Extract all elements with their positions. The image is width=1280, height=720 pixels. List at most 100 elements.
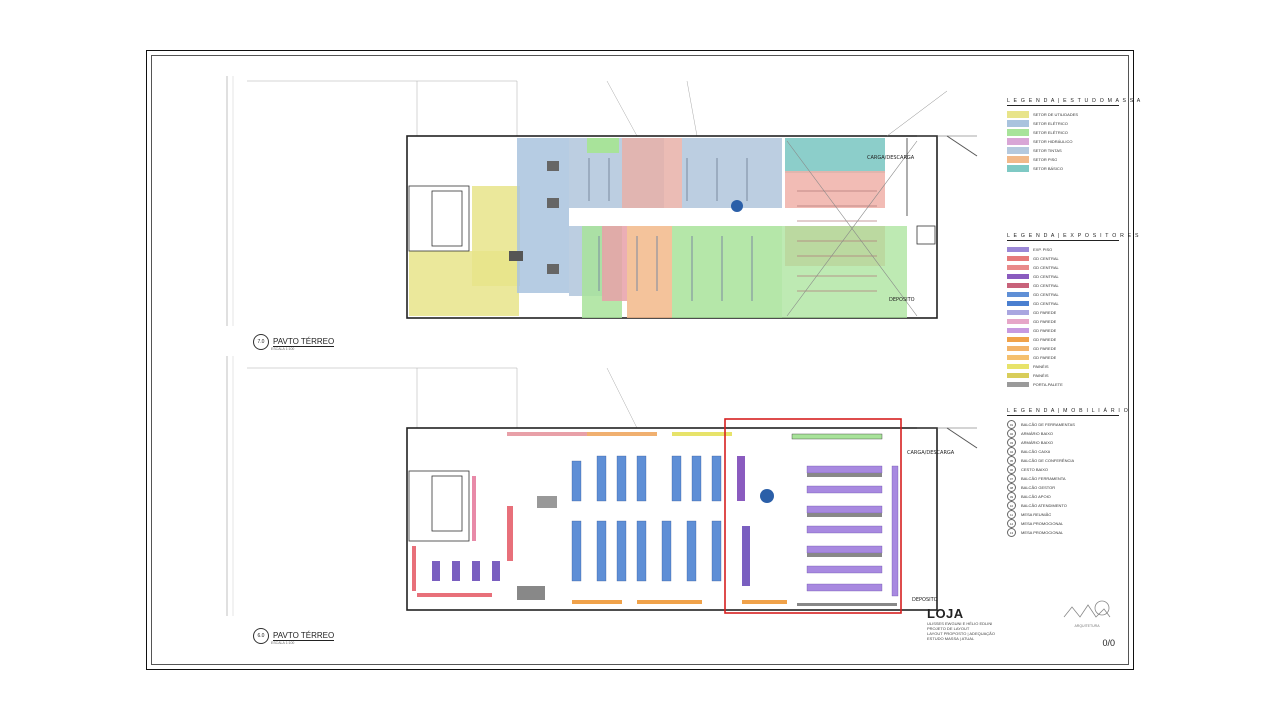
legend-swatch xyxy=(1007,274,1029,279)
legend-item: 09 BALCÃO APOIO xyxy=(1007,492,1119,501)
zone-basico xyxy=(785,138,885,173)
view-tag-upper: 7.0 PAVTO TÉRREO ESCALA 1:100 xyxy=(253,334,335,351)
legend-label: BALCÃO APOIO xyxy=(1021,494,1051,499)
view-scale: ESCALA 1:100 xyxy=(271,641,295,645)
legend-label: BALCÃO DE CONFERÊNCIA xyxy=(1021,458,1075,463)
view-name: PAVTO TÉRREO xyxy=(273,631,335,641)
legend-label: MESA PROMOCIONAL xyxy=(1021,530,1064,535)
view-name: PAVTO TÉRREO xyxy=(273,337,335,347)
legend-label: BALCÃO CAIXA xyxy=(1021,449,1051,454)
legend-item: PORTA-PALETE xyxy=(1007,380,1119,389)
legend-item: PAINÉIS xyxy=(1007,362,1119,371)
legend-label: GD PAREDE xyxy=(1033,319,1057,324)
drawing-item-2: ESTUDO MASSA | ATUAL xyxy=(927,636,975,641)
client-name: ULISSES EWGUNI E HÉLIO EDLINI xyxy=(927,621,993,626)
view-scale: ESCALA 1:100 xyxy=(271,347,295,351)
legend-code: 07 xyxy=(1007,474,1016,483)
logo-icon xyxy=(1063,600,1111,618)
sheet-number: 0/0 xyxy=(1102,638,1115,648)
legend-code: 09 xyxy=(1007,492,1016,501)
legend-label: GD CENTRAL xyxy=(1033,283,1059,288)
legend-item: GD CENTRAL xyxy=(1007,299,1119,308)
legend-code: 10 xyxy=(1007,501,1016,510)
firm-name: ARQUITETURA xyxy=(1074,624,1100,628)
legend-item: GD PAREDE xyxy=(1007,353,1119,362)
legend-label: MESA REUNIÃO xyxy=(1021,512,1052,517)
legend-label: SETOR PISO xyxy=(1033,157,1058,162)
legend-code: 08 xyxy=(1007,483,1016,492)
legend-swatch xyxy=(1007,138,1029,145)
drawing-sheet: CARGA/DESCARGA DEPOSITO xyxy=(146,50,1142,670)
legend-title: L E G E N D A | E S T U D O M A S S A xyxy=(1007,98,1142,106)
legend-swatch xyxy=(1007,265,1029,270)
legend-label: ARMÁRIO BAIXO xyxy=(1021,440,1054,445)
legend-swatch xyxy=(1007,283,1029,288)
legend-item: GD CENTRAL xyxy=(1007,272,1119,281)
legend-code: 04 xyxy=(1007,447,1016,456)
legend-label: GD PAREDE xyxy=(1033,346,1057,351)
legend-label: GD CENTRAL xyxy=(1033,301,1059,306)
legend-item: GD PAREDE xyxy=(1007,344,1119,353)
legend-swatch xyxy=(1007,319,1029,324)
legend-item: GD PAREDE xyxy=(1007,317,1119,326)
legend-title: L E G E N D A | M O B I L I Á R I O xyxy=(1007,408,1129,416)
legend-label: EXP. PISO xyxy=(1033,247,1053,252)
stair-block xyxy=(509,251,523,261)
round-display-lower xyxy=(760,489,774,503)
legend-label: GD PAREDE xyxy=(1033,310,1057,315)
legend-swatch xyxy=(1007,129,1029,136)
legend-label: GD CENTRAL xyxy=(1033,292,1059,297)
legend-swatch xyxy=(1007,346,1029,351)
legend-label: GD PAREDE xyxy=(1033,355,1057,360)
zone-blue-right xyxy=(682,138,782,208)
legend-label: SETOR BÁSICO xyxy=(1033,166,1063,171)
legend-swatch xyxy=(1007,165,1029,172)
legend-estudo-massa: L E G E N D A | E S T U D O M A S S A SE… xyxy=(1007,98,1142,173)
legend-swatch xyxy=(1007,292,1029,297)
porta-palete xyxy=(797,473,897,606)
zone-tintas xyxy=(517,138,569,293)
legend-title: L E G E N D A | E X P O S I T O R E S xyxy=(1007,233,1140,241)
legend-item: SETOR ELÉTRICO xyxy=(1007,119,1119,128)
legend-swatch xyxy=(1007,373,1029,378)
legend-label: SETOR TINTAS xyxy=(1033,148,1062,153)
legend-item: GD CENTRAL xyxy=(1007,263,1119,272)
highlight-box xyxy=(724,418,902,614)
legend-swatch xyxy=(1007,256,1029,261)
legend-item: PAINÉIS xyxy=(1007,371,1119,380)
project-name: LOJA xyxy=(927,606,964,621)
legend-item: SETOR DE UTILIDADES xyxy=(1007,110,1119,119)
zone-hidraulico xyxy=(622,138,682,208)
legend-swatch xyxy=(1007,147,1029,154)
legend-code: 06 xyxy=(1007,465,1016,474)
legend-item: GD CENTRAL xyxy=(1007,290,1119,299)
legend-item: GD PAREDE xyxy=(1007,308,1119,317)
legend-item: SETOR PISO xyxy=(1007,155,1119,164)
legend-code: 01 xyxy=(1007,420,1016,429)
legend-item: GD CENTRAL xyxy=(1007,281,1119,290)
legend-swatch xyxy=(1007,382,1029,387)
legend-item: SETOR BÁSICO xyxy=(1007,164,1119,173)
legend-item: GD PAREDE xyxy=(1007,335,1119,344)
title-block: LOJA ULISSES EWGUNI E HÉLIO EDLINI PROJE… xyxy=(927,606,1127,661)
legend-item: SETOR HIDRÁULICO xyxy=(1007,137,1119,146)
legend-code: 11 xyxy=(1007,510,1016,519)
main-aisle xyxy=(569,208,909,226)
legend-label: GD PAREDE xyxy=(1033,337,1057,342)
zone-green-main xyxy=(672,226,782,318)
legend-code: 05 xyxy=(1007,456,1016,465)
legend-item: 04 BALCÃO CAIXA xyxy=(1007,447,1119,456)
blue-gondolas xyxy=(571,455,722,582)
legend-item: EXP. PISO xyxy=(1007,245,1119,254)
purple-gondolas-right xyxy=(806,465,899,597)
legend-item: GD PAREDE xyxy=(1007,326,1119,335)
legend-code: 12 xyxy=(1007,519,1016,528)
